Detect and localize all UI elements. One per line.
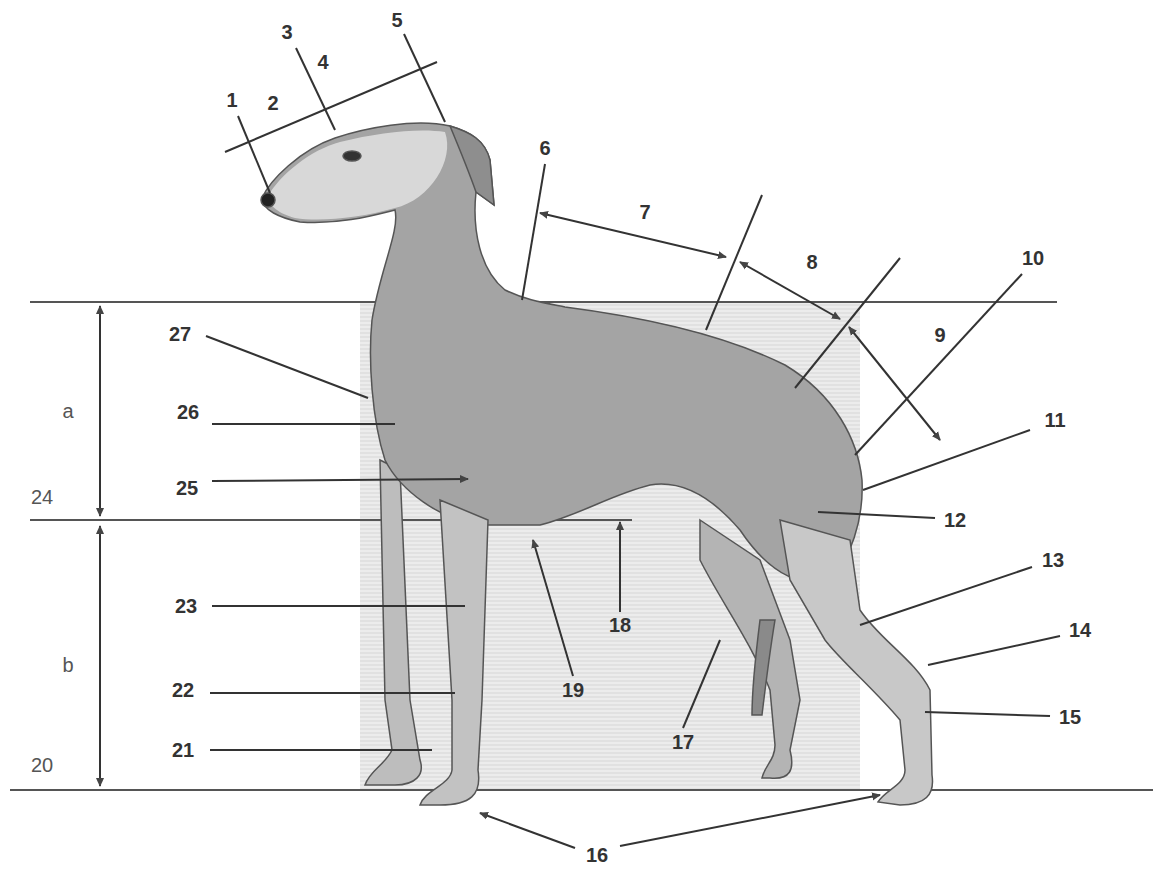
callout-number: 12: [944, 510, 966, 530]
callout-number: 8: [806, 252, 817, 272]
callout-number: 16: [586, 845, 608, 865]
callout-number: 11: [1044, 410, 1065, 430]
callout-number: 23: [175, 596, 197, 616]
dog-figure: [261, 123, 933, 805]
dimension-label: a: [62, 401, 73, 421]
callout-number: 18: [609, 615, 631, 635]
callout-number: 13: [1042, 550, 1064, 570]
dimension-label: b: [62, 655, 73, 675]
callout-number: 26: [177, 402, 199, 422]
leader-lines: [100, 34, 1060, 848]
callout-number: 9: [934, 325, 945, 345]
callout-number: 21: [172, 740, 194, 760]
callout-number: 20: [31, 755, 53, 775]
callout-number: 7: [639, 202, 650, 222]
callout-number: 5: [391, 10, 402, 30]
callout-number: 2: [267, 93, 278, 113]
callout-number: 27: [169, 324, 191, 344]
callout-number: 19: [562, 680, 584, 700]
callout-number: 14: [1069, 620, 1091, 640]
callout-number: 22: [172, 680, 194, 700]
callout-number: 6: [539, 138, 550, 158]
callout-number: 4: [317, 52, 328, 72]
callout-number: 25: [176, 478, 198, 498]
callout-number: 10: [1022, 248, 1044, 268]
callout-number: 24: [31, 487, 53, 507]
callout-number: 15: [1059, 707, 1081, 727]
callout-number: 1: [226, 90, 237, 110]
callout-number: 3: [281, 22, 292, 42]
callout-number: 17: [672, 732, 694, 752]
